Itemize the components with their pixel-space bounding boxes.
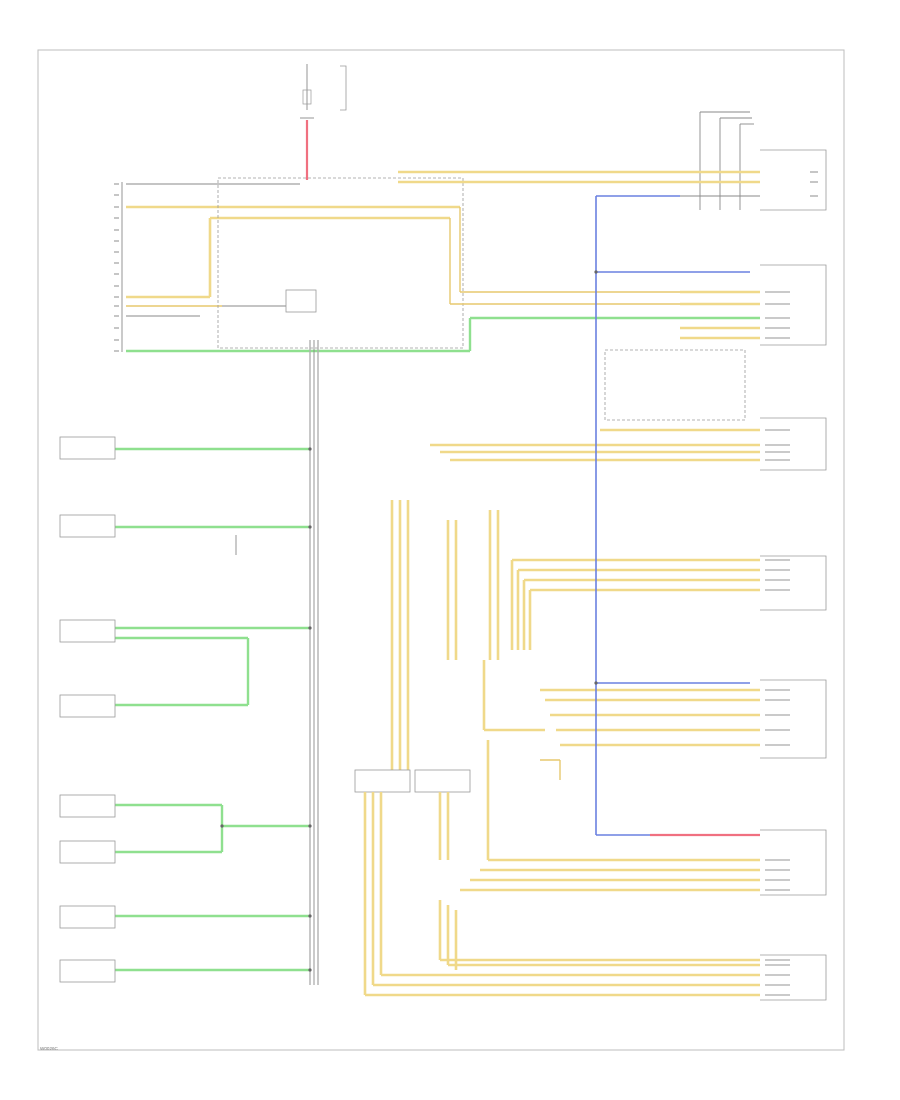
central-module: [217, 170, 680, 349]
fuse-block-top: [300, 64, 347, 180]
diagram-footer-code: W0026C: [40, 1046, 59, 1051]
data-link-trunk: [309, 340, 319, 985]
blue-bus: [595, 195, 760, 837]
pin-tick-marks: [114, 171, 818, 996]
green-bus: [115, 316, 680, 972]
splice-points: [220, 270, 598, 972]
diagram-frame: [37, 49, 845, 1051]
yellow-harness-middle: [390, 443, 680, 780]
lower-connectors: [354, 740, 680, 997]
left-components: [59, 436, 237, 983]
right-modules: [600, 111, 827, 1001]
left-module: [121, 182, 400, 352]
